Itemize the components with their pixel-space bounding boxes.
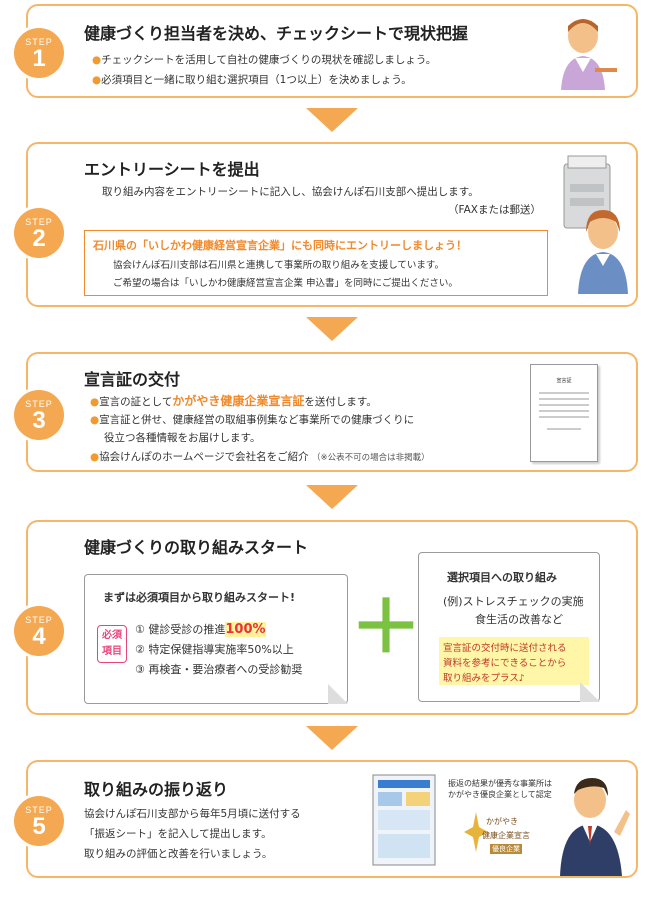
arrow-down-icon [306, 108, 358, 132]
cert-note-1: 振返の結果が優秀な事業所は [448, 779, 552, 788]
step1-line2: ●必須項目と一緒に取り組む選択項目（1つ以上）を決めましょう。 [92, 74, 412, 86]
step5-line2: 「振返シート」を記入して提出します。 [84, 828, 272, 840]
step3-line2: ●宣言証と併せ、健康経営の取組事例集など事業所での健康づくりに [90, 414, 415, 426]
step5-line1: 協会けんぽ石川支部から毎年5月頃に送付する [84, 808, 301, 820]
step2-title: エントリーシートを提出 [84, 160, 260, 179]
certificate-title: 宣言証 [556, 378, 572, 384]
step3-title: 宣言証の交付 [84, 370, 181, 389]
required-item-3: ③ 再検査・要治療者への受診勧奨 [135, 663, 303, 676]
selected-items-head: 選択項目への取り組み [447, 571, 557, 584]
required-item-2: ② 特定保健指導実施率50%以上 [135, 643, 294, 656]
step1-title: 健康づくり担当者を決め、チェックシートで現状把握 [84, 24, 469, 43]
required-items-card: まずは必須項目から取り組みスタート! 必須項目 ① 健診受診の推進100% ② … [84, 574, 348, 704]
required-item-1: ① 健診受診の推進100% [135, 622, 266, 637]
businessman-illustration [560, 778, 630, 876]
ishikawa-entry-box: 石川県の「いしかわ健康経営宣言企業」にも同時にエントリーしましょう！ 協会けんぽ… [84, 230, 548, 296]
selected-items-card: 選択項目への取り組み (例)ストレスチェックの実施 食生活の改善など 宣言証の交… [418, 552, 600, 702]
step3-line3: 役立つ各種情報をお届けします。 [104, 432, 261, 444]
selected-note: 宣言証の交付時に送付される 資料を参考にできることから 取り組みをプラス♪ [439, 637, 589, 685]
ishikawa-entry-line1: 協会けんぽ石川支部は石川県と連携して事業所の取り組みを支援しています。 [113, 260, 444, 271]
step5-title: 取り組みの振り返り [84, 780, 229, 799]
ishikawa-entry-line2: ご希望の場合は「いしかわ健康経営宣言企業 申込書」を同時にご提出ください。 [113, 278, 458, 289]
woman-operator-illustration [578, 210, 628, 294]
selected-example-1: (例)ストレスチェックの実施 [443, 595, 584, 608]
plus-icon: ＋ [350, 585, 423, 669]
step3-line1: ●宣言の証としてかがやき健康企業宣言証を送付します。 [90, 394, 377, 408]
required-items-head: まずは必須項目から取り組みスタート! [103, 591, 296, 604]
step2-line1: 取り組み内容をエントリーシートに記入し、協会けんぽ石川支部へ提出します。 [102, 186, 479, 198]
page-curl [328, 684, 348, 704]
certificate-doc: 宣言証 [530, 364, 598, 462]
arrow-down-icon [306, 485, 358, 509]
step4-title: 健康づくりの取り組みスタート [84, 538, 309, 557]
arrow-down-icon [306, 726, 358, 750]
woman-illustration [561, 19, 617, 90]
award-logo: かがやき 健康企業宣言 優良企業 [464, 802, 534, 872]
arrow-down-icon [306, 317, 358, 341]
review-sheet-icon [372, 774, 436, 866]
page-curl [580, 682, 600, 702]
selected-example-2: 食生活の改善など [475, 613, 563, 626]
step2-line2: （FAXまたは郵送） [448, 204, 541, 216]
step5-line3: 取り組みの評価と改善を行いましょう。 [84, 848, 273, 860]
ishikawa-entry-head: 石川県の「いしかわ健康経営宣言企業」にも同時にエントリーしましょう！ [93, 239, 467, 252]
required-tag: 必須項目 [97, 625, 127, 663]
cert-note-2: かがやき優良企業として認定 [448, 790, 552, 799]
sparkle-icon [464, 812, 488, 852]
step1-line1: ●チェックシートを活用して自社の健康づくりの現状を確認しましょう。 [92, 54, 437, 66]
step3-line4: ●協会けんぽのホームページで会社名をご紹介 （※公表不可の場合は非掲載） [90, 451, 430, 463]
